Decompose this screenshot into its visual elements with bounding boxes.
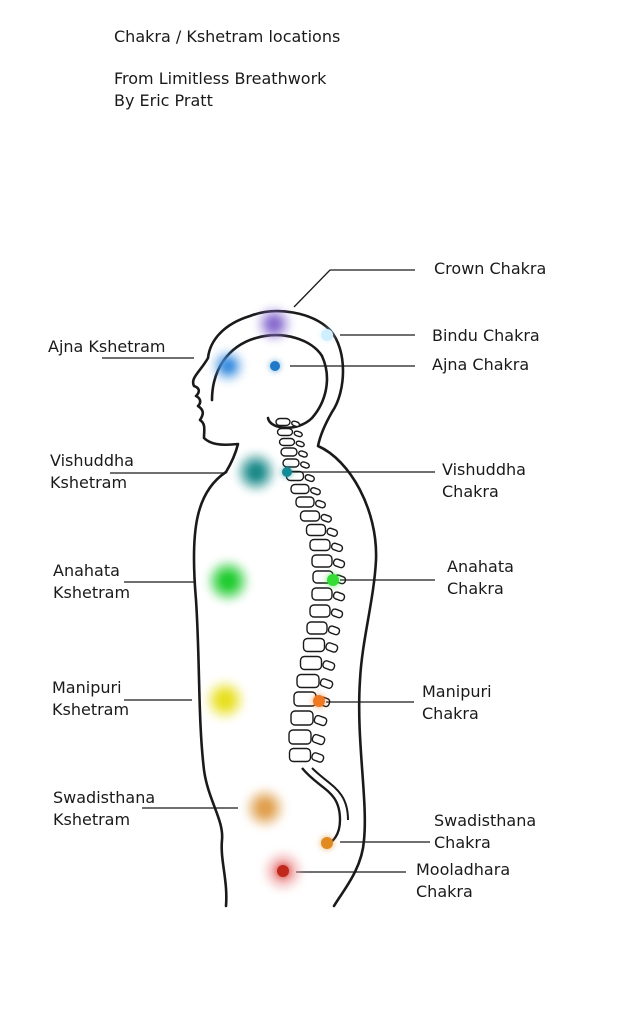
vertebra [311,554,333,568]
leader-crown [293,269,415,308]
vertebra [288,747,312,763]
kshetram-point-ajna [215,353,241,379]
source-line: From Limitless Breathwork [114,69,327,88]
chakra-points [208,310,340,888]
vertebra-process [291,420,301,428]
vertebra-process [327,625,341,636]
chakra-point-anahata [326,573,340,587]
label-ajna-kshetram: Ajna Kshetram [48,337,166,356]
vertebra [280,447,298,457]
vertebra [309,538,331,552]
chakra-point-swadisthana [320,836,334,850]
diagram-title: Chakra / Kshetram locations [114,27,341,46]
chakra-point-mooladhara [276,864,290,878]
vertebra [302,637,326,653]
kshetram-point-anahata [210,563,246,599]
vertebra-process [319,678,334,689]
vertebra-process [311,733,326,746]
chakra-point-bindu [320,328,334,342]
vertebra [306,621,328,635]
vertebra-process [309,487,321,496]
vertebra [288,729,312,745]
vertebra [290,710,314,726]
vertebra-process [332,591,346,602]
kshetram-point-vishuddha [239,455,273,489]
vertebra-process [293,430,303,438]
vertebra-process [295,440,305,448]
vertebra-process [298,450,308,458]
chakra-point-ajna [269,360,281,372]
chakra-point-vishuddha [281,466,293,478]
kshetram-point-swadisthana [248,791,282,825]
vertebra [275,417,291,427]
vertebra [295,496,315,508]
vertebra [311,587,333,601]
sacrum-inner [311,767,349,821]
vertebra-process [326,527,339,537]
label-crown-chakra: Crown Chakra [434,259,547,278]
label-ajna-chakra: Ajna Chakra [432,355,530,374]
vertebra [299,510,321,522]
chakra-point-manipuri [312,694,326,708]
leader-lines [102,269,435,873]
vertebra [305,523,327,537]
vertebra-process [332,558,346,569]
spine [275,417,347,763]
vertebra [290,483,310,495]
vertebra-process [320,513,333,523]
vertebra [278,437,296,447]
vertebra-process [330,608,344,619]
vertebra-process [314,499,327,509]
vertebra-process [311,752,325,763]
vertebra-process [322,660,336,671]
chakra-point-crown [260,310,288,338]
vertebra [276,427,294,437]
vertebra [309,604,331,618]
vertebra-process [330,542,344,553]
sacrum-curve [301,767,342,847]
vertebra-process [313,714,328,727]
author-line: By Eric Pratt [114,91,213,110]
vertebra-process [325,642,339,653]
kshetram-point-manipuri [208,683,242,717]
label-bindu-chakra: Bindu Chakra [432,326,540,345]
header: Chakra / Kshetram locations From Limitle… [114,26,340,112]
vertebra-process [304,474,315,483]
vertebra-process [300,461,310,469]
vertebra [299,655,323,671]
vertebra [282,458,300,468]
vertebra [296,673,320,689]
